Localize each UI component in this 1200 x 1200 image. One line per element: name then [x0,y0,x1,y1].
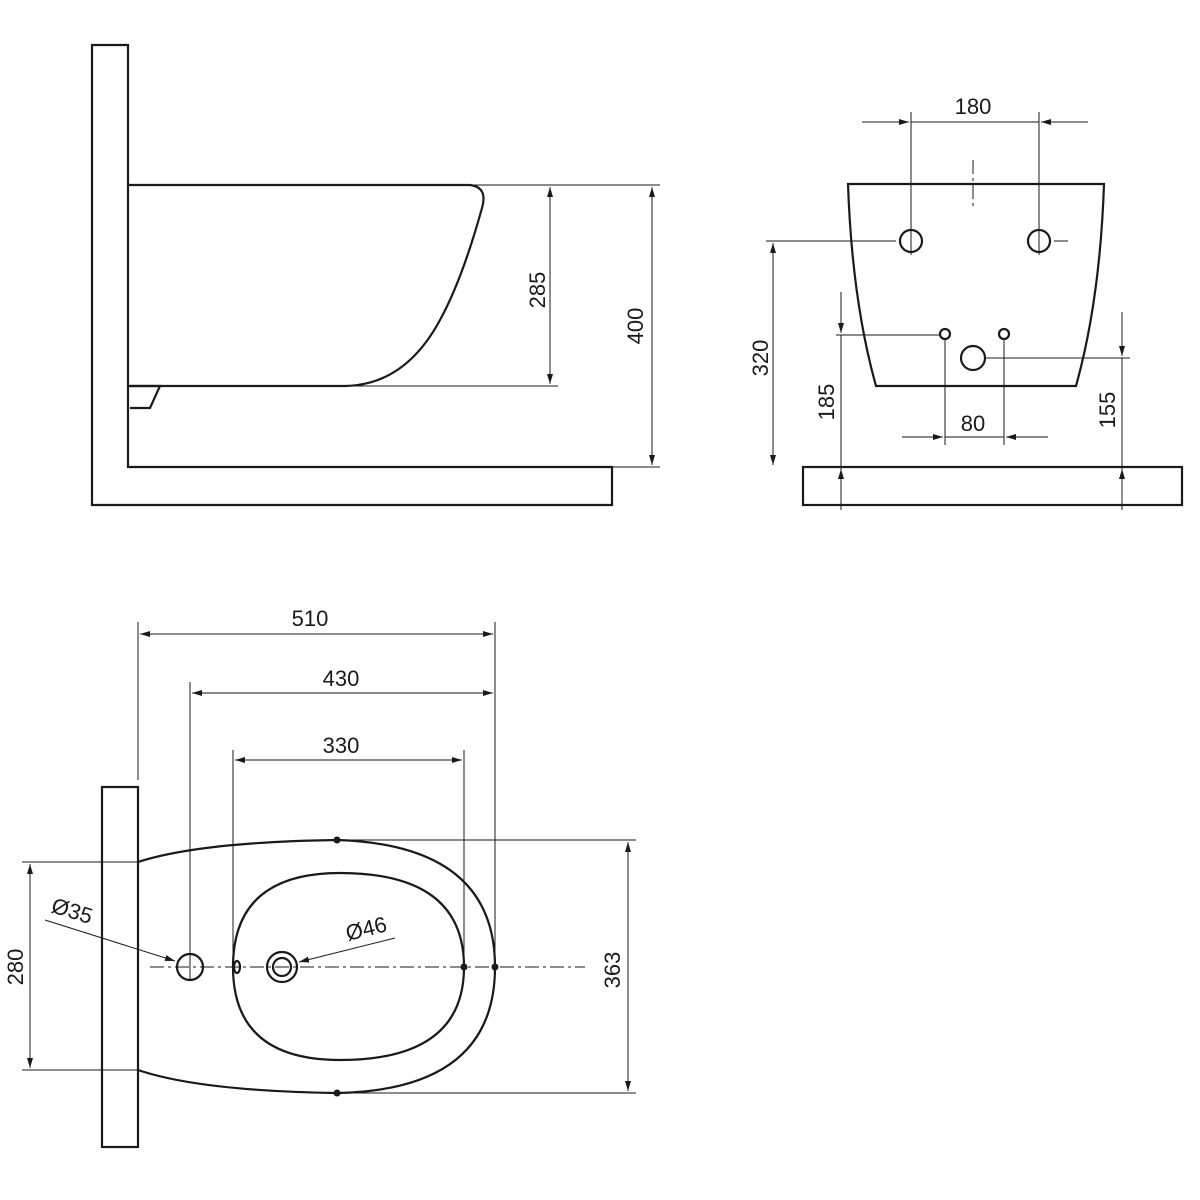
side-view: 285 400 [90,43,660,507]
top-view: 510 430 330 363 280 Ø35 Ø46 [3,606,636,1149]
label-155: 155 [1095,392,1120,429]
front-view: 180 320 185 155 80 [748,94,1184,510]
bidet-front-outline [846,182,1106,388]
label-510: 510 [292,606,329,631]
supply-hole [938,327,952,341]
wall-hatch [100,785,140,1149]
label-285: 285 [525,272,550,309]
label-363: 363 [600,952,625,989]
label-400: 400 [623,308,648,345]
label-320: 320 [748,340,773,377]
label-330: 330 [323,733,360,758]
drain-hole [265,950,299,984]
label-80: 80 [961,411,985,436]
waste-hole [959,344,987,372]
bidet-top-outline [137,838,497,1095]
bidet-side-outline [128,183,485,388]
label-280: 280 [3,949,28,986]
supply-hole [997,327,1011,341]
floor-hatch [801,465,1184,507]
label-180: 180 [955,94,992,119]
label-430: 430 [323,666,360,691]
label-185: 185 [814,384,839,421]
